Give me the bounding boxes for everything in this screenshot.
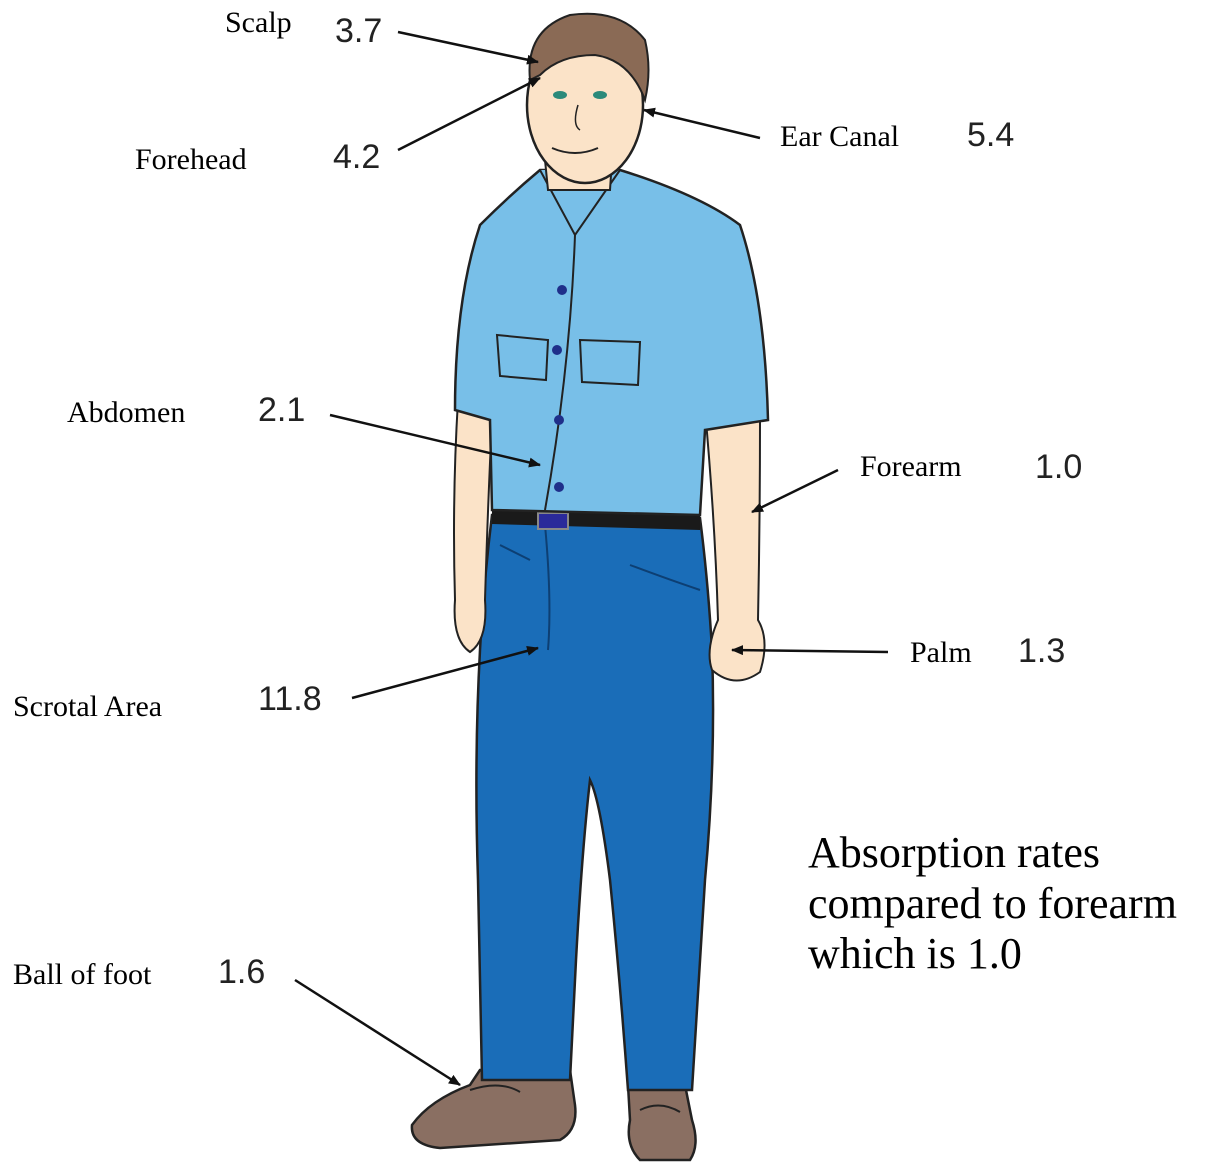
arrow-ball-of-foot bbox=[295, 980, 460, 1085]
arrow-scalp bbox=[398, 32, 538, 62]
value-scrotal-area: 11.8 bbox=[258, 682, 322, 716]
pants bbox=[476, 515, 713, 1090]
right-shoe bbox=[628, 1085, 696, 1160]
left-arm bbox=[705, 410, 765, 681]
left-shoe bbox=[412, 1070, 576, 1148]
value-ball-of-foot: 1.6 bbox=[218, 955, 265, 989]
right-arm bbox=[454, 400, 492, 652]
arrow-forearm bbox=[752, 470, 838, 512]
absorption-note: Absorption rates compared to forearm whi… bbox=[808, 828, 1177, 980]
label-palm: Palm bbox=[910, 638, 972, 668]
label-abdomen: Abdomen bbox=[67, 398, 185, 428]
value-abdomen: 2.1 bbox=[258, 393, 305, 427]
note-line-3: which is 1.0 bbox=[808, 929, 1177, 980]
value-forehead: 4.2 bbox=[333, 140, 380, 174]
arrow-ear-canal bbox=[644, 110, 760, 138]
label-scalp: Scalp bbox=[225, 8, 292, 38]
value-ear-canal: 5.4 bbox=[967, 118, 1014, 152]
note-line-2: compared to forearm bbox=[808, 879, 1177, 930]
label-ear-canal: Ear Canal bbox=[780, 122, 899, 152]
label-ball-of-foot: Ball of foot bbox=[13, 960, 151, 990]
label-scrotal-area: Scrotal Area bbox=[13, 692, 162, 722]
value-scalp: 3.7 bbox=[335, 14, 382, 48]
label-forearm: Forearm bbox=[860, 452, 962, 482]
head bbox=[527, 14, 649, 190]
arrow-forehead bbox=[398, 78, 540, 150]
value-forearm: 1.0 bbox=[1035, 450, 1082, 484]
value-palm: 1.3 bbox=[1018, 634, 1065, 668]
note-line-1: Absorption rates bbox=[808, 828, 1177, 879]
label-forehead: Forehead bbox=[135, 145, 247, 175]
